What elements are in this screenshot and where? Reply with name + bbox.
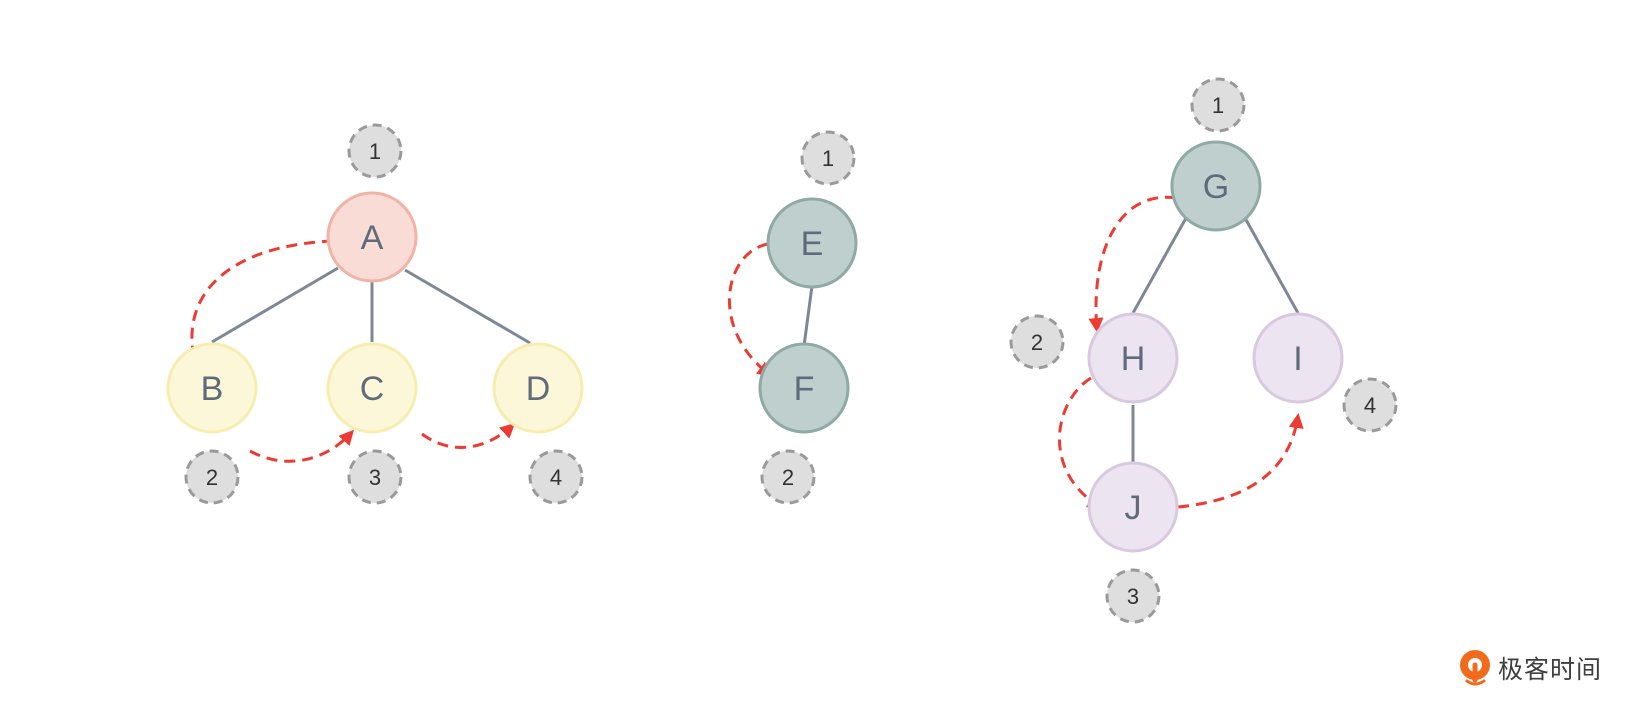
node-circle <box>1170 140 1262 232</box>
brand-name: 极客时间 <box>1498 655 1603 684</box>
node-circle <box>758 342 850 434</box>
traversal-arrow-G-H <box>1088 195 1177 333</box>
node-circle <box>1252 312 1344 404</box>
order-badge-A: 1 <box>347 123 403 179</box>
node-circle <box>766 197 858 289</box>
order-number: 2 <box>206 465 218 490</box>
order-circle <box>528 449 584 505</box>
order-number: 1 <box>1212 93 1224 118</box>
order-number: 3 <box>1127 584 1139 609</box>
node-circle <box>166 342 258 434</box>
tree-node-D: D <box>492 342 584 434</box>
order-circle <box>760 449 816 505</box>
node-label: H <box>1121 340 1146 378</box>
order-number: 1 <box>369 139 381 164</box>
node-label: A <box>361 219 384 257</box>
edge-E-F <box>802 285 814 347</box>
tree-node-F: F <box>758 342 850 434</box>
node-label: E <box>801 225 824 263</box>
order-number: 4 <box>550 465 562 490</box>
traversal-arrow-E-F <box>727 242 773 377</box>
traversal-arrow-H-J <box>1058 376 1103 509</box>
node-circle <box>1087 312 1179 404</box>
order-circle <box>1342 377 1398 433</box>
tree-node-J: J <box>1087 461 1179 553</box>
order-badge-C: 3 <box>347 449 403 505</box>
node-circle <box>492 342 584 434</box>
order-badge-H: 2 <box>1009 314 1065 370</box>
order-badge-E: 1 <box>800 130 856 186</box>
node-label: F <box>794 370 815 408</box>
tree-node-C: C <box>326 342 418 434</box>
order-number: 4 <box>1364 393 1376 418</box>
edge-A-B <box>211 266 339 344</box>
order-badge-I: 4 <box>1342 377 1398 433</box>
order-badge-B: 2 <box>184 449 240 505</box>
node-label: B <box>201 370 224 408</box>
brand-watermark: 极客时间 <box>1458 648 1602 688</box>
tree-2: E F 1 2 <box>727 130 858 505</box>
edge-G-H <box>1131 217 1188 314</box>
node-label: I <box>1293 340 1302 378</box>
order-circle <box>1190 77 1246 133</box>
order-circle <box>1009 314 1065 370</box>
traversal-arrow-J-I <box>1177 413 1304 509</box>
tree-node-A: A <box>326 191 418 283</box>
order-circle <box>347 449 403 505</box>
order-number: 3 <box>369 465 381 490</box>
tree-node-E: E <box>766 197 858 289</box>
traversal-arrow-A-B <box>186 239 334 371</box>
tree-node-H: H <box>1087 312 1179 404</box>
order-circle <box>347 123 403 179</box>
edge-G-I <box>1243 217 1300 314</box>
traversal-arrow-B-C <box>249 429 355 463</box>
tree-node-I: I <box>1252 312 1344 404</box>
tree-3: G H I J 1 2 4 3 <box>1009 77 1398 624</box>
node-circle <box>326 191 418 283</box>
order-number: 2 <box>1031 330 1043 355</box>
order-number: 1 <box>822 146 834 171</box>
node-label: G <box>1203 168 1229 206</box>
tree-node-B: B <box>166 342 258 434</box>
order-circle <box>1105 568 1161 624</box>
order-badge-G: 1 <box>1190 77 1246 133</box>
order-number: 2 <box>782 465 794 490</box>
geektime-logo-icon <box>1460 650 1490 686</box>
order-circle <box>800 130 856 186</box>
order-badge-F: 2 <box>760 449 816 505</box>
node-label: D <box>526 370 551 408</box>
tree-1: A B C D 1 2 3 4 <box>166 123 584 505</box>
node-circle <box>1087 461 1179 553</box>
node-label: C <box>360 370 385 408</box>
tree-node-G: G <box>1170 140 1262 232</box>
node-circle <box>326 342 418 434</box>
node-label: J <box>1125 489 1142 527</box>
order-badge-D: 4 <box>528 449 584 505</box>
order-circle <box>184 449 240 505</box>
order-badge-J: 3 <box>1105 568 1161 624</box>
traversal-arrow-C-D <box>421 422 516 449</box>
edge-A-D <box>404 268 531 345</box>
